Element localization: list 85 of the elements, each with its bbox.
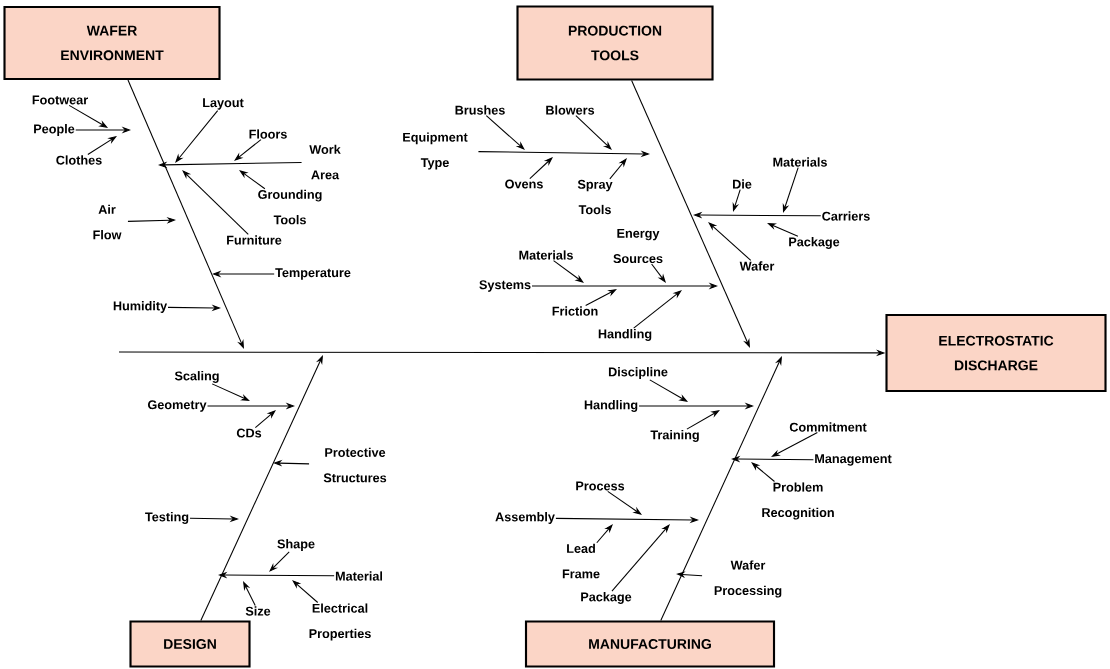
cause-label: Training xyxy=(650,430,699,442)
cause-label: Shape xyxy=(277,539,315,551)
arrow xyxy=(68,104,108,128)
cause-label: Footwear xyxy=(32,95,88,105)
cause-label: Materials xyxy=(519,250,573,260)
cause-label: Equipment Type xyxy=(403,132,468,170)
arrow xyxy=(585,289,617,306)
cause-label: CDs xyxy=(236,428,262,438)
arrow xyxy=(631,80,750,348)
cause-label: Handling xyxy=(598,329,652,341)
arrow xyxy=(686,410,720,430)
cause-label: Energy Sources xyxy=(613,228,663,264)
cause-label: Furniture xyxy=(227,235,282,245)
category-box: WAFER ENVIRONMENT xyxy=(3,5,221,81)
arrow xyxy=(611,524,670,592)
cause-label: Wafer Processing xyxy=(714,560,782,598)
cause-label: Assembly xyxy=(495,512,555,524)
cause-label: Commitment xyxy=(789,422,867,432)
cause-label: Wafer xyxy=(739,261,775,271)
arrow xyxy=(127,79,244,349)
arrow xyxy=(767,223,799,237)
arrow xyxy=(234,139,262,161)
cause-label: Lead Frame xyxy=(562,543,600,579)
cause-label: Work Area xyxy=(309,144,341,180)
category-box: MANUFACTURING xyxy=(524,620,776,668)
cause-label: Geometry xyxy=(147,400,207,412)
cause-label: Die xyxy=(733,179,752,189)
category-box: DESIGN xyxy=(129,620,251,668)
arrow xyxy=(485,115,525,150)
cause-label: Blowers xyxy=(546,105,595,115)
effect-box: ELECTROSTATIC DISCHARGE xyxy=(885,313,1107,393)
arrow xyxy=(732,189,741,212)
arrow xyxy=(633,290,682,329)
cause-label: Air Flow xyxy=(93,204,122,240)
arrow xyxy=(649,379,688,402)
arrow xyxy=(708,222,752,261)
cause-label: Systems xyxy=(479,280,531,292)
cause-label: Scaling xyxy=(174,371,219,383)
cause-label: Discipline xyxy=(608,367,668,379)
cause-label: Problem Recognition xyxy=(762,482,834,520)
cause-label: Carriers xyxy=(822,211,870,221)
cause-label: People xyxy=(34,124,75,136)
cause-label: Handling xyxy=(584,400,638,412)
arrow xyxy=(553,260,584,283)
cause-label: Temperature xyxy=(275,268,351,280)
cause-label: Ovens xyxy=(505,179,543,189)
cause-label: Friction xyxy=(552,306,598,316)
arrow xyxy=(200,355,323,621)
cause-label: Testing xyxy=(145,512,189,524)
arrow xyxy=(182,170,249,235)
cause-label: Package xyxy=(789,237,840,249)
arrow xyxy=(87,136,117,155)
arrow xyxy=(651,263,666,283)
cause-label: Spray Tools xyxy=(577,179,613,215)
cause-label: Grounding Tools xyxy=(258,189,322,225)
cause-label: Package xyxy=(581,592,632,604)
arrow xyxy=(243,581,256,606)
arrow xyxy=(660,356,782,621)
arrow xyxy=(751,462,775,482)
cause-label: Materials xyxy=(773,157,827,167)
cause-label: Floors xyxy=(249,129,287,139)
arrow xyxy=(292,580,319,604)
cause-label: Brushes xyxy=(455,105,505,115)
arrow xyxy=(211,383,250,401)
cause-label: Protective Structures xyxy=(323,447,387,483)
arrow xyxy=(782,167,799,213)
arrow xyxy=(596,524,613,544)
cause-label: Material xyxy=(335,571,383,581)
arrow xyxy=(529,157,553,180)
cause-label: Size xyxy=(245,606,271,616)
cause-label: Management xyxy=(815,454,892,466)
arrow xyxy=(254,410,276,429)
cause-label: Process xyxy=(576,481,625,491)
arrow xyxy=(575,115,612,150)
arrow xyxy=(175,110,219,163)
cause-label: Electrical Properties xyxy=(309,603,371,641)
arrow xyxy=(607,490,642,515)
arrow xyxy=(269,551,290,572)
cause-label: Layout xyxy=(203,98,244,110)
arrow xyxy=(239,170,266,190)
cause-label: Clothes xyxy=(56,155,102,165)
arrow xyxy=(609,158,627,180)
cause-label: Humidity xyxy=(113,301,168,313)
category-box: PRODUCTION TOOLS xyxy=(516,5,714,81)
arrow xyxy=(771,432,818,457)
